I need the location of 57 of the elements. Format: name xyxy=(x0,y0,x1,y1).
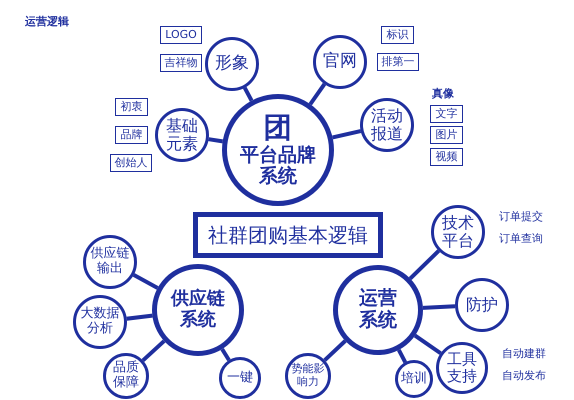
tag-text: 排第一 xyxy=(382,56,414,68)
tag-box xyxy=(430,105,463,123)
tag-text: 吉祥物 xyxy=(164,56,198,70)
circle-label: 平台品牌系统 xyxy=(238,144,317,188)
tag-text: 文字 xyxy=(436,108,458,120)
tag-box xyxy=(115,126,148,144)
connector-line xyxy=(414,334,442,355)
tag-box xyxy=(115,98,148,116)
circle-label: 一键 xyxy=(226,370,254,386)
circle-label: 大数据分析 xyxy=(80,307,120,337)
connector-line xyxy=(242,86,254,102)
tag-text: 社群团购基本逻辑 xyxy=(208,224,368,246)
circle-label: 培训 xyxy=(400,372,428,386)
circle-label: 防护 xyxy=(465,296,499,314)
tag-box xyxy=(160,26,202,44)
connector-line xyxy=(422,304,456,310)
side-note: 订单查询 xyxy=(499,231,543,247)
tag-box xyxy=(160,54,202,72)
circle-label: 技术平台 xyxy=(441,214,475,250)
side-note: 自动建群 xyxy=(502,346,546,362)
tag-text: 标识 xyxy=(386,28,408,42)
tag-box xyxy=(377,53,419,71)
circle-label: 形象 xyxy=(214,54,250,74)
side-note: 订单提交 xyxy=(499,209,543,225)
tag-box xyxy=(430,126,463,144)
circle-label: 工具支持 xyxy=(446,350,478,386)
circle-label: 团 xyxy=(262,112,294,144)
connector-line xyxy=(308,82,326,106)
heading: 运营逻辑 xyxy=(25,14,69,30)
tag-text: 品牌 xyxy=(120,128,142,142)
circle-label: 活动报道 xyxy=(370,106,404,144)
tag-text: 初衷 xyxy=(120,100,142,114)
circle-label: 官网 xyxy=(322,52,358,72)
tag-box xyxy=(430,148,463,166)
tag-box xyxy=(110,154,152,172)
circle-label: 势能影响力 xyxy=(290,363,326,389)
tag-text: 图片 xyxy=(436,128,458,142)
tag-text: 创始人 xyxy=(114,156,148,170)
connector-line xyxy=(408,249,440,280)
connector-line xyxy=(208,137,223,144)
circle-label: 供应链输出 xyxy=(90,247,130,277)
tag-text: LOGO xyxy=(165,28,197,42)
connector-line xyxy=(323,339,347,362)
tag-text: 视频 xyxy=(436,150,458,164)
tag-box xyxy=(381,26,414,44)
connector-line xyxy=(132,273,159,290)
list-heading: 真像 xyxy=(432,86,454,102)
connector-line xyxy=(332,129,362,140)
connector-line xyxy=(126,314,153,321)
circle-label: 品质保障 xyxy=(112,361,140,391)
side-note: 自动发布 xyxy=(502,368,546,384)
title-box xyxy=(193,212,383,258)
connector-line xyxy=(142,340,166,362)
circle-label: 基础元素 xyxy=(165,116,199,154)
connector-line xyxy=(220,348,231,362)
circle-label: 供应链系统 xyxy=(170,289,226,331)
circle-label: 运营系统 xyxy=(358,288,398,332)
